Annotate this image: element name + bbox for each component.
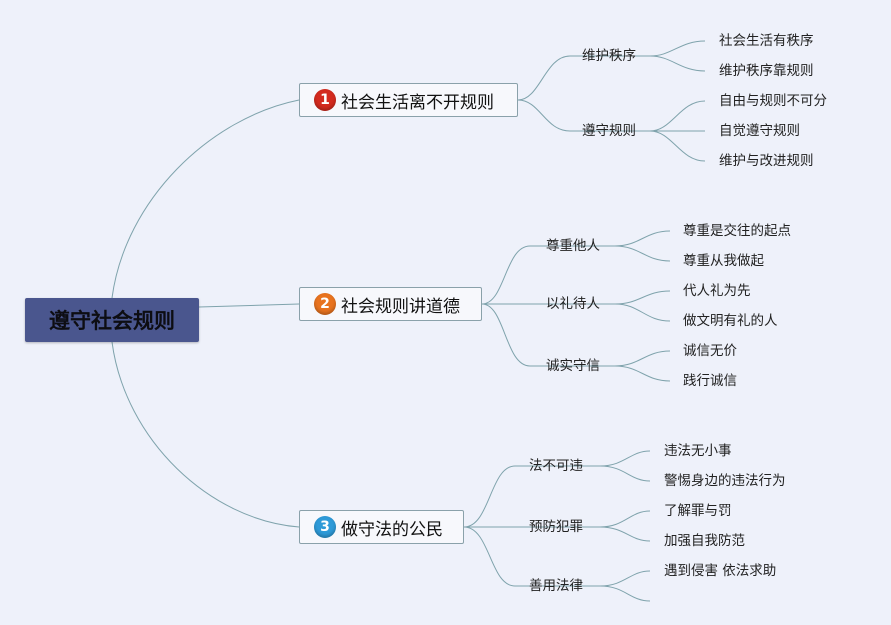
number-badge-3: 3 [314, 516, 336, 538]
sub-node-maintain-order[interactable]: 维护秩序 [582, 48, 636, 64]
leaf-node[interactable]: 自觉遵守规则 [719, 123, 800, 139]
branch-node-3[interactable]: 3 做守法的公民 [299, 510, 464, 544]
leaf-node[interactable]: 维护秩序靠规则 [719, 63, 814, 79]
leaf-node[interactable]: 做文明有礼的人 [683, 313, 778, 329]
sub-node-obey-rules[interactable]: 遵守规则 [582, 123, 636, 139]
leaf-node[interactable]: 自由与规则不可分 [719, 93, 827, 109]
leaf-node[interactable]: 维护与改进规则 [719, 153, 814, 169]
leaf-node[interactable]: 警惕身边的违法行为 [664, 473, 786, 489]
leaf-node[interactable]: 社会生活有秩序 [719, 33, 814, 49]
sub-node-prevent-crime[interactable]: 预防犯罪 [529, 519, 583, 535]
leaf-node[interactable]: 遇到侵害 依法求助 [664, 563, 777, 579]
leaf-node[interactable]: 尊重从我做起 [683, 253, 764, 269]
sub-node-honesty[interactable]: 诚实守信 [546, 358, 600, 374]
sub-node-no-violation[interactable]: 法不可违 [529, 458, 583, 474]
number-badge-1: 1 [314, 89, 336, 111]
branch-node-2[interactable]: 2 社会规则讲道德 [299, 287, 482, 321]
leaf-node[interactable]: 代人礼为先 [683, 283, 751, 299]
leaf-node[interactable]: 了解罪与罚 [664, 503, 732, 519]
branch-label-3: 做守法的公民 [341, 519, 443, 540]
leaf-node[interactable]: 践行诚信 [683, 373, 737, 389]
root-node[interactable]: 遵守社会规则 [25, 298, 199, 342]
leaf-node[interactable]: 尊重是交往的起点 [683, 223, 791, 239]
branch-label-2: 社会规则讲道德 [341, 296, 460, 317]
sub-node-respect-others[interactable]: 尊重他人 [546, 238, 600, 254]
sub-node-use-law[interactable]: 善用法律 [529, 578, 583, 594]
leaf-node[interactable]: 加强自我防范 [664, 533, 745, 549]
number-badge-2: 2 [314, 293, 336, 315]
sub-node-courtesy[interactable]: 以礼待人 [546, 296, 600, 312]
branch-node-1[interactable]: 1 社会生活离不开规则 [299, 83, 518, 117]
branch-label-1: 社会生活离不开规则 [341, 92, 494, 113]
leaf-node[interactable]: 诚信无价 [683, 343, 737, 359]
leaf-node[interactable]: 违法无小事 [664, 443, 732, 459]
root-label: 遵守社会规则 [49, 309, 175, 333]
